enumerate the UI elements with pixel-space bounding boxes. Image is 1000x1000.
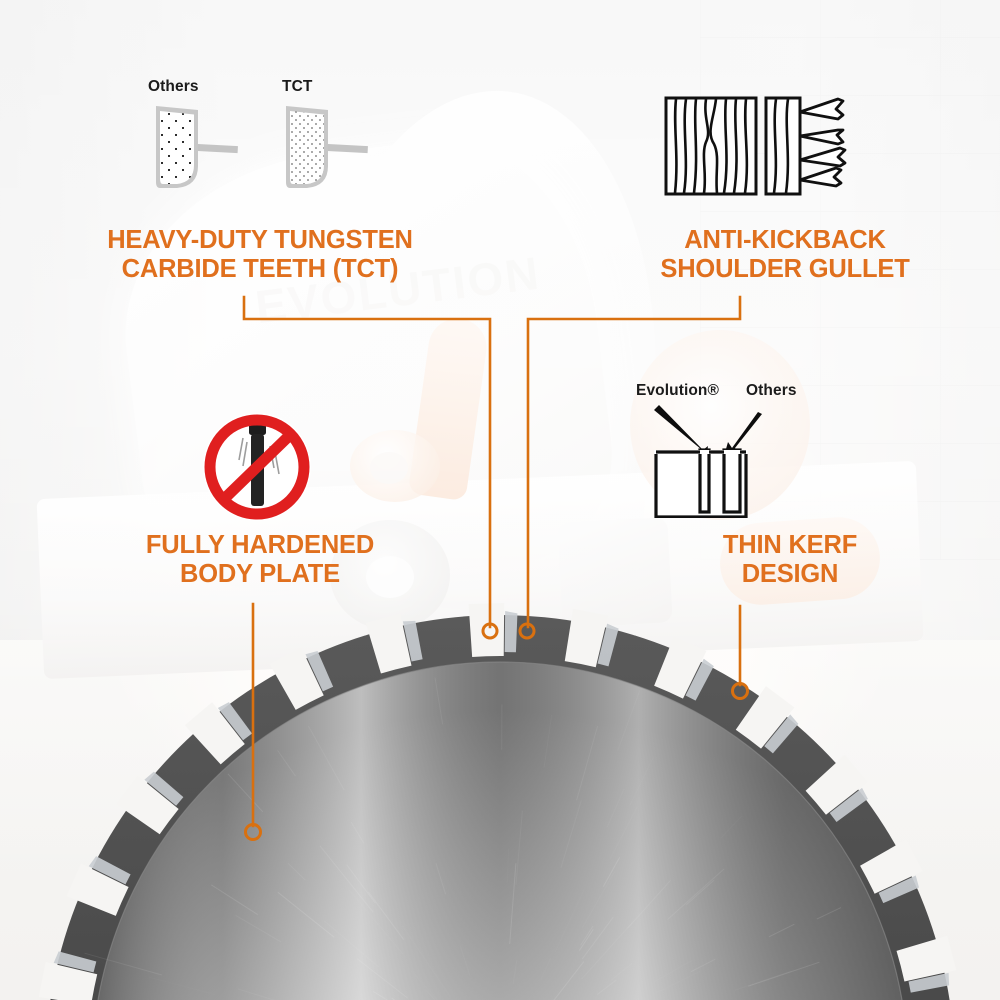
compare-label-evolution: Evolution® [636, 382, 719, 400]
nails [800, 99, 845, 186]
compare-label-others: Others [148, 78, 199, 96]
carbide-grain-comparison-icon: Others TCT [120, 72, 380, 202]
compare-label-others-kerf: Others [746, 382, 797, 400]
compare-label-tct: TCT [282, 78, 312, 96]
caption-body-plate: FULLY HARDENED BODY PLATE [110, 531, 410, 589]
caption-anti-kickback: ANTI-KICKBACK SHOULDER GULLET [600, 226, 970, 284]
kerf-block [654, 450, 748, 517]
wood-block [666, 98, 756, 194]
caption-thin-kerf: THIN KERF DESIGN [640, 531, 940, 589]
chip-others [156, 106, 238, 188]
thin-kerf-slot [700, 450, 709, 512]
caption-tct-teeth: HEAVY-DUTY TUNGSTEN CARBIDE TEETH (TCT) [70, 226, 450, 284]
kerf-slot-comparison-icon: Evolution® Others [628, 378, 878, 518]
wood-with-nails-icon [660, 90, 870, 210]
no-file-prohibited-icon [198, 408, 316, 526]
wide-kerf-slot [724, 450, 740, 512]
chip-tct [286, 106, 368, 188]
wood-strip [766, 98, 800, 194]
